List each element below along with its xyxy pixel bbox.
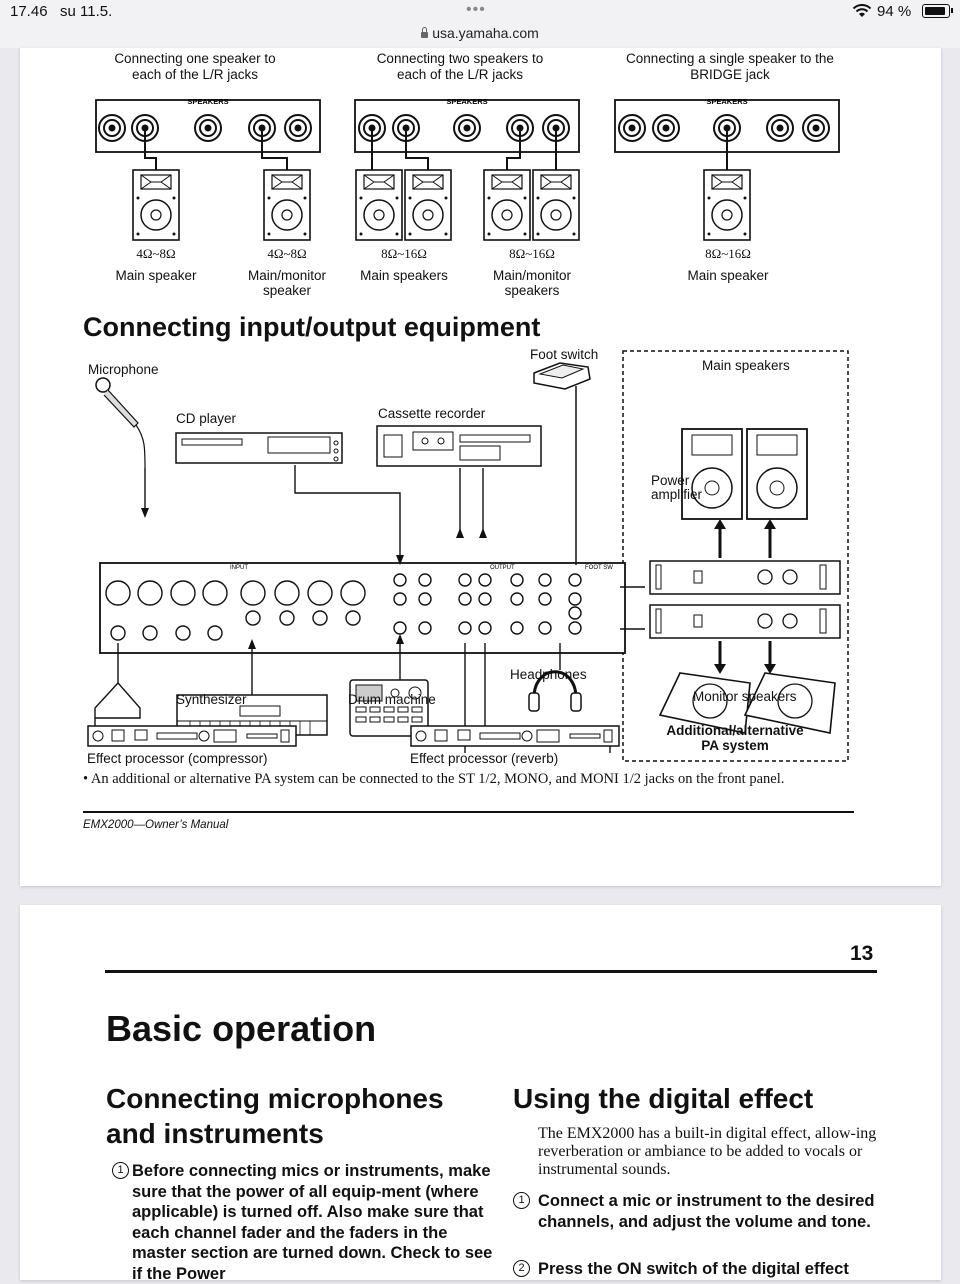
step-number-circle: 1 <box>112 1162 129 1179</box>
digital-effect-intro: The EMX2000 has a built-in digital effec… <box>538 1125 877 1178</box>
main-speakers-icon <box>681 428 808 520</box>
headphones-icon <box>528 670 582 712</box>
speaker-label-4: Main/monitor speakers <box>492 268 572 298</box>
label-cd-player: CD player <box>176 411 237 426</box>
label-monitor-speakers: Monitor speakers <box>693 689 797 704</box>
page-number: 13 <box>850 942 874 965</box>
footer-rule <box>83 811 854 813</box>
mixer-front-panel: INPUT OUTPUT FOOT SW <box>99 562 626 654</box>
microphone-icon <box>95 377 146 469</box>
heading-connecting-mics: Connecting microphones and instruments <box>106 1083 444 1149</box>
io-connection-diagram: INPUT OUTPUT FOOT SW <box>94 350 849 762</box>
label-headphones: Headphones <box>510 667 587 682</box>
speaker-label-1: Main speaker <box>115 268 197 283</box>
step-text: Press the ON switch of the digital effec… <box>538 1260 849 1278</box>
impedance-2: 4Ω~8Ω <box>267 246 307 261</box>
manual-page-13: 13 Basic operation Connecting microphone… <box>20 905 941 1283</box>
svg-text:SPEAKERS: SPEAKERS <box>446 97 487 106</box>
step-text: Connect a mic or instrument to the desir… <box>538 1192 875 1231</box>
label-microphone: Microphone <box>88 362 159 377</box>
label-synthesizer: Synthesizer <box>176 692 247 707</box>
foot-switch-icon <box>533 362 591 563</box>
right-step-2: 2 Press the ON switch of the digital eff… <box>513 1259 883 1280</box>
impedance-3: 8Ω~16Ω <box>381 246 427 261</box>
address-bar[interactable]: usa.yamaha.com <box>0 25 960 41</box>
svg-text:SPEAKERS: SPEAKERS <box>187 97 228 106</box>
speaker-connection-diagram: SPEAKERS SPEAKERS SPEAKERS <box>95 97 840 241</box>
tab-menu-dots[interactable]: ••• <box>466 1 486 18</box>
svg-text:FOOT SW: FOOT SW <box>585 565 613 571</box>
browser-status-bar: 17.46 su 11.5. ••• usa.yamaha.com 94 % <box>0 0 960 48</box>
manual-page-12: Connecting one speaker to each of the L/… <box>20 48 941 886</box>
svg-text:INPUT: INPUT <box>230 565 248 571</box>
label-additional-pa: Additional/alternative PA system <box>666 723 804 753</box>
left-step-1: 1 Before connecting mics or instruments,… <box>112 1161 494 1284</box>
svg-text:OUTPUT: OUTPUT <box>490 565 515 571</box>
status-time: 17.46 <box>10 3 48 20</box>
status-date: su 11.5. <box>60 3 113 20</box>
label-main-speakers: Main speakers <box>702 358 790 373</box>
step-number-circle: 2 <box>513 1260 530 1277</box>
battery-percent: 94 % <box>877 3 912 20</box>
speaker-label-5: Main speaker <box>687 268 769 283</box>
svg-text:SPEAKERS: SPEAKERS <box>706 97 747 106</box>
page-title: Basic operation <box>106 1008 377 1049</box>
header-two-speakers: Connecting two speakers to each of the L… <box>376 51 544 82</box>
pa-system-box <box>622 350 849 762</box>
effect-processor-compressor-icon <box>87 725 297 747</box>
lock-icon <box>421 27 429 38</box>
header-rule <box>105 970 877 973</box>
impedance-1: 4Ω~8Ω <box>136 246 176 261</box>
label-drum-machine: Drum machine <box>348 692 436 707</box>
power-amplifier-icon <box>649 519 841 674</box>
label-power-amplifier: Power amplifier <box>651 473 703 502</box>
label-effect-compressor: Effect processor (compressor) <box>87 751 268 766</box>
speaker-label-3: Main speakers <box>360 268 448 283</box>
effect-processor-reverb-icon <box>410 725 620 747</box>
label-effect-reverb: Effect processor (reverb) <box>410 751 559 766</box>
drum-machine-icon <box>349 679 429 737</box>
pa-system-note: • An additional or alternative PA system… <box>83 771 785 787</box>
io-section-heading: Connecting input/output equipment <box>83 312 541 342</box>
monitor-speakers-icon <box>658 672 836 734</box>
speaker-label-2: Main/monitor speaker <box>247 268 327 298</box>
label-cassette-recorder: Cassette recorder <box>378 406 486 421</box>
header-one-speaker: Connecting one speaker to each of the L/… <box>114 51 276 82</box>
right-step-1: 1 Connect a mic or instrument to the des… <box>513 1191 883 1232</box>
label-foot-switch: Foot switch <box>530 347 599 362</box>
impedance-4: 8Ω~16Ω <box>509 246 555 261</box>
wifi-icon <box>852 4 872 17</box>
url-text: usa.yamaha.com <box>432 25 539 41</box>
cassette-recorder-icon <box>376 425 542 467</box>
header-bridge: Connecting a single speaker to the BRIDG… <box>626 51 834 82</box>
heading-digital-effect: Using the digital effect <box>513 1083 814 1114</box>
battery-icon <box>922 4 950 18</box>
step-number-circle: 1 <box>513 1192 530 1209</box>
manual-footer: EMX2000—Owner’s Manual <box>83 819 229 831</box>
cd-player-icon <box>175 432 343 464</box>
impedance-5: 8Ω~16Ω <box>705 246 751 261</box>
step-text: Before connecting mics or instruments, m… <box>132 1162 493 1283</box>
